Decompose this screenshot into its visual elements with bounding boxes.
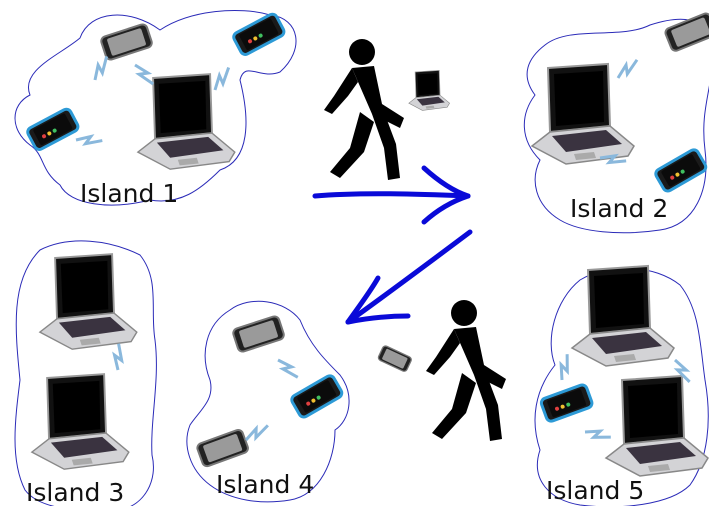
island-4-outline bbox=[186, 300, 350, 503]
wireless-link-icon bbox=[74, 132, 105, 148]
walking-person-icon bbox=[324, 39, 404, 180]
laptop-icon bbox=[605, 375, 709, 477]
phone-icon bbox=[24, 105, 82, 153]
island-3-label: Island 3 bbox=[26, 478, 125, 506]
phone-icon bbox=[99, 22, 155, 62]
phone-icon bbox=[538, 382, 595, 425]
phone-icon bbox=[195, 427, 251, 469]
phone-icon bbox=[376, 344, 413, 373]
arrow-icon bbox=[345, 229, 473, 325]
wireless-link-icon bbox=[241, 422, 272, 444]
phone-icon bbox=[231, 314, 287, 354]
island-1-label: Island 1 bbox=[80, 179, 179, 208]
island-2-label: Island 2 bbox=[570, 194, 669, 223]
wireless-link-icon bbox=[582, 424, 613, 445]
arrow-icon bbox=[312, 165, 471, 225]
phone-icon bbox=[663, 11, 709, 54]
phone-icon bbox=[230, 10, 288, 58]
laptop-icon bbox=[531, 63, 635, 165]
phone-icon bbox=[288, 372, 346, 421]
laptop-icon bbox=[408, 70, 451, 111]
island-4-label: Island 4 bbox=[216, 470, 315, 499]
island-2-outline bbox=[523, 18, 709, 234]
wireless-link-icon bbox=[274, 354, 301, 383]
island-3-outline bbox=[14, 240, 157, 506]
wireless-link-icon bbox=[208, 64, 235, 93]
wireless-link-icon bbox=[613, 56, 642, 82]
wireless-link-icon bbox=[110, 341, 126, 372]
island-1-outline bbox=[14, 9, 297, 206]
laptop-icon bbox=[38, 253, 138, 351]
walking-person-icon bbox=[426, 300, 506, 441]
laptop-icon bbox=[136, 73, 236, 171]
laptop-icon bbox=[571, 265, 675, 367]
wireless-link-icon bbox=[554, 352, 575, 383]
island-5-label: Island 5 bbox=[546, 476, 645, 505]
island-5-outline bbox=[534, 267, 709, 506]
laptop-icon bbox=[30, 373, 130, 471]
wireless-link-icon bbox=[131, 60, 157, 89]
phone-icon bbox=[652, 146, 709, 195]
